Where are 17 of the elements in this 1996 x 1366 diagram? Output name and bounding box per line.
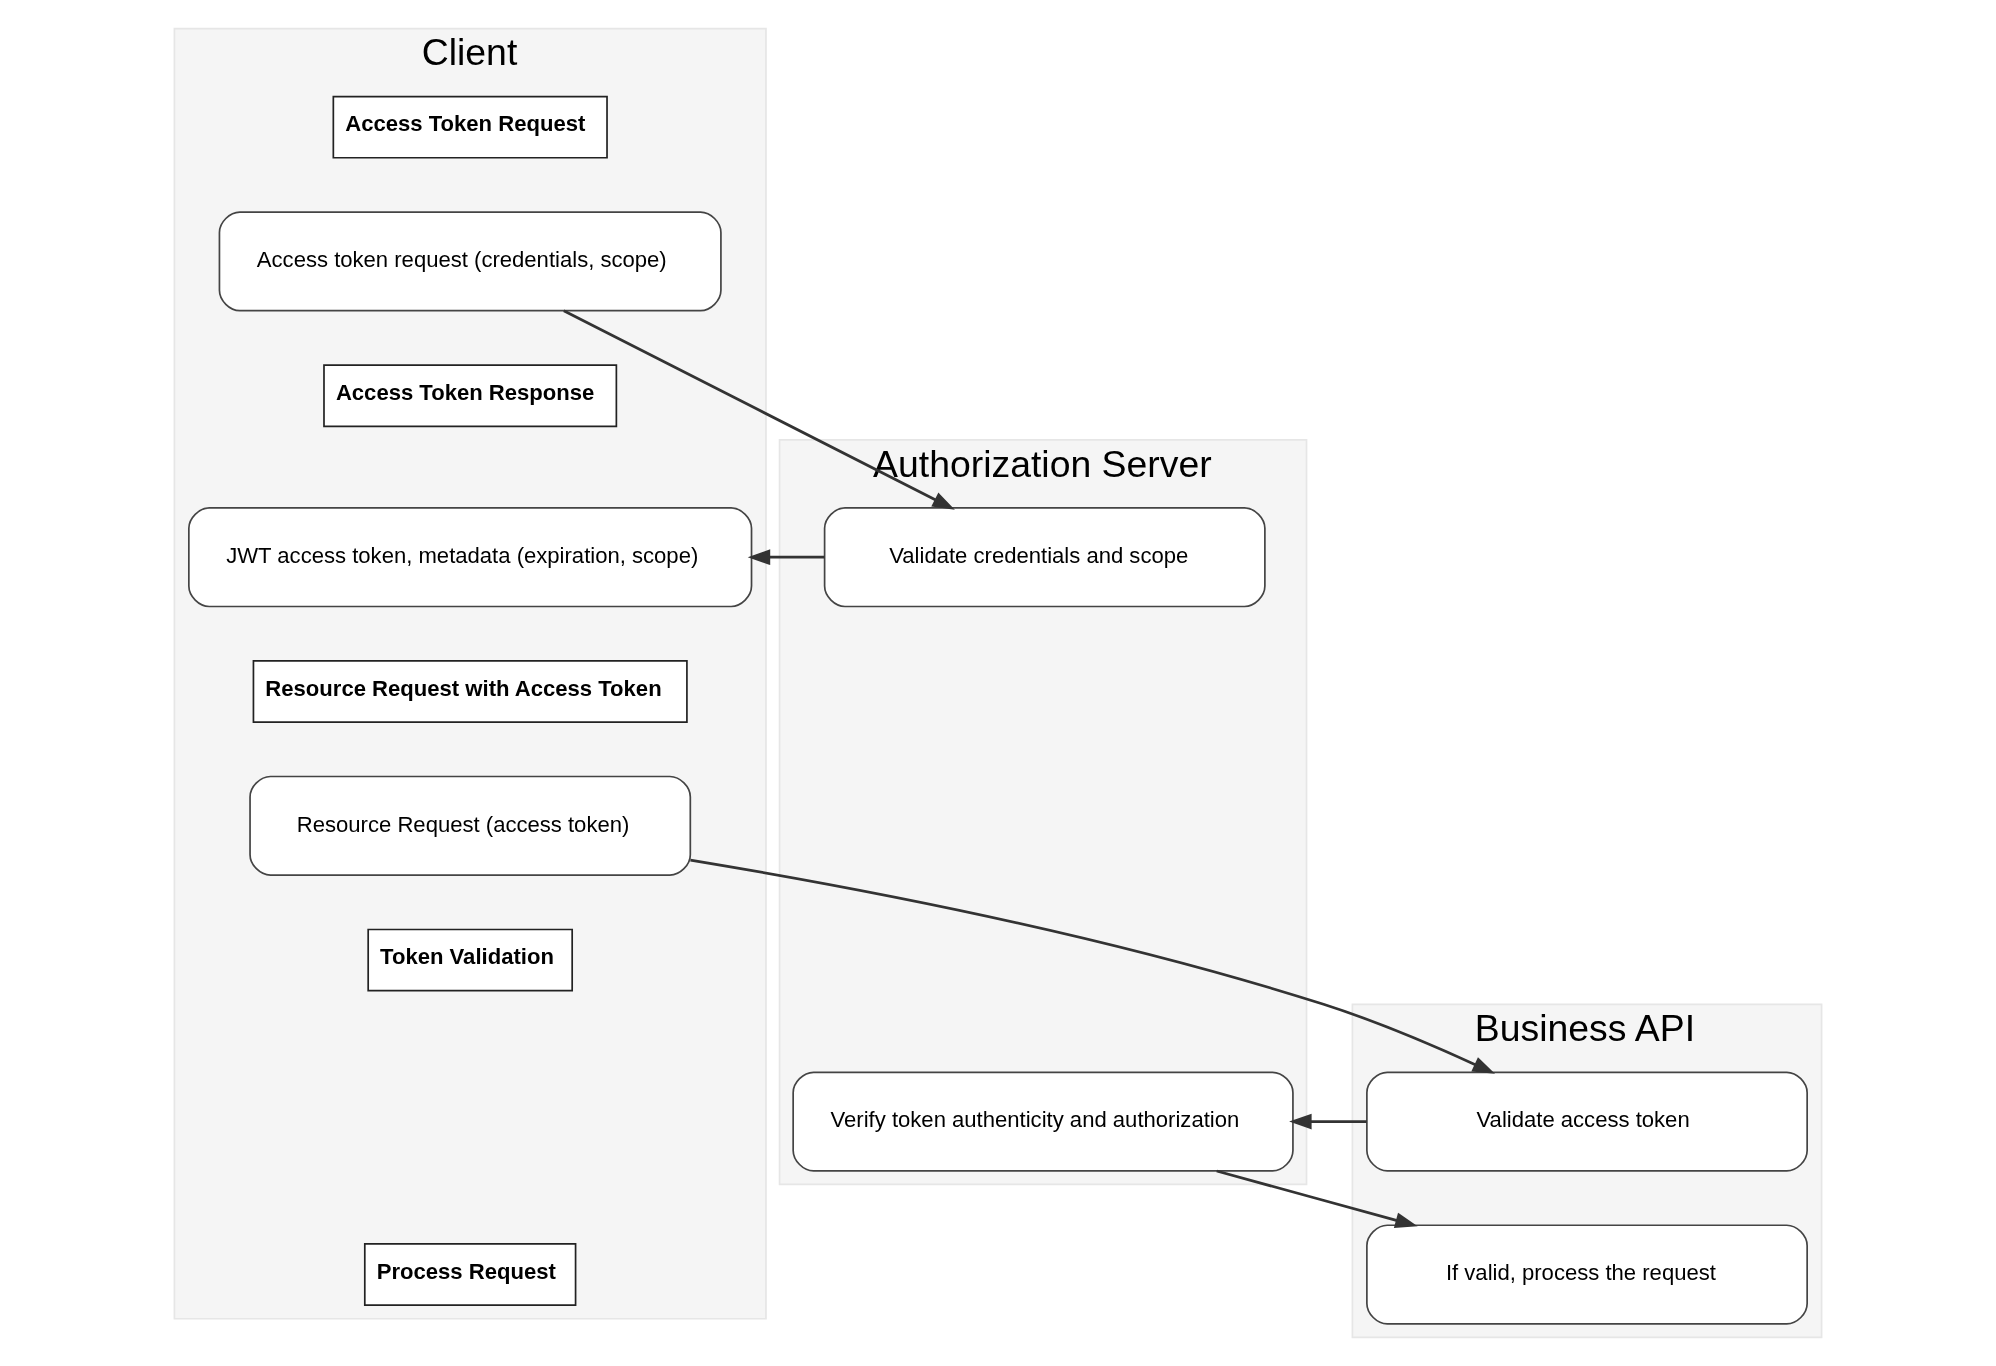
node-box: JWT access token, metadata (expiration, scope)	[188, 507, 753, 608]
arrow	[747, 549, 825, 566]
node-box: Access token request (credentials, scope)	[218, 211, 722, 312]
arrow	[690, 858, 1496, 1074]
node-box: Access Token Response	[323, 364, 618, 428]
node-box: Token Validation	[367, 928, 574, 992]
node-box: Validate access token	[1366, 1071, 1808, 1172]
node-box: If valid, process the request	[1366, 1224, 1808, 1325]
node-box: Process Request	[363, 1243, 577, 1306]
node-box: Validate credentials and scope	[823, 507, 1266, 608]
arrow	[1289, 1113, 1367, 1130]
node-box: Resource Request (access token)	[249, 775, 692, 876]
node-box: Verify token authenticity and authorization	[792, 1071, 1294, 1172]
node-box: Access Token Request	[332, 95, 608, 159]
arrow	[1216, 1169, 1418, 1228]
node-box: Resource Request with Access Token	[252, 660, 688, 723]
arrow	[563, 309, 955, 510]
